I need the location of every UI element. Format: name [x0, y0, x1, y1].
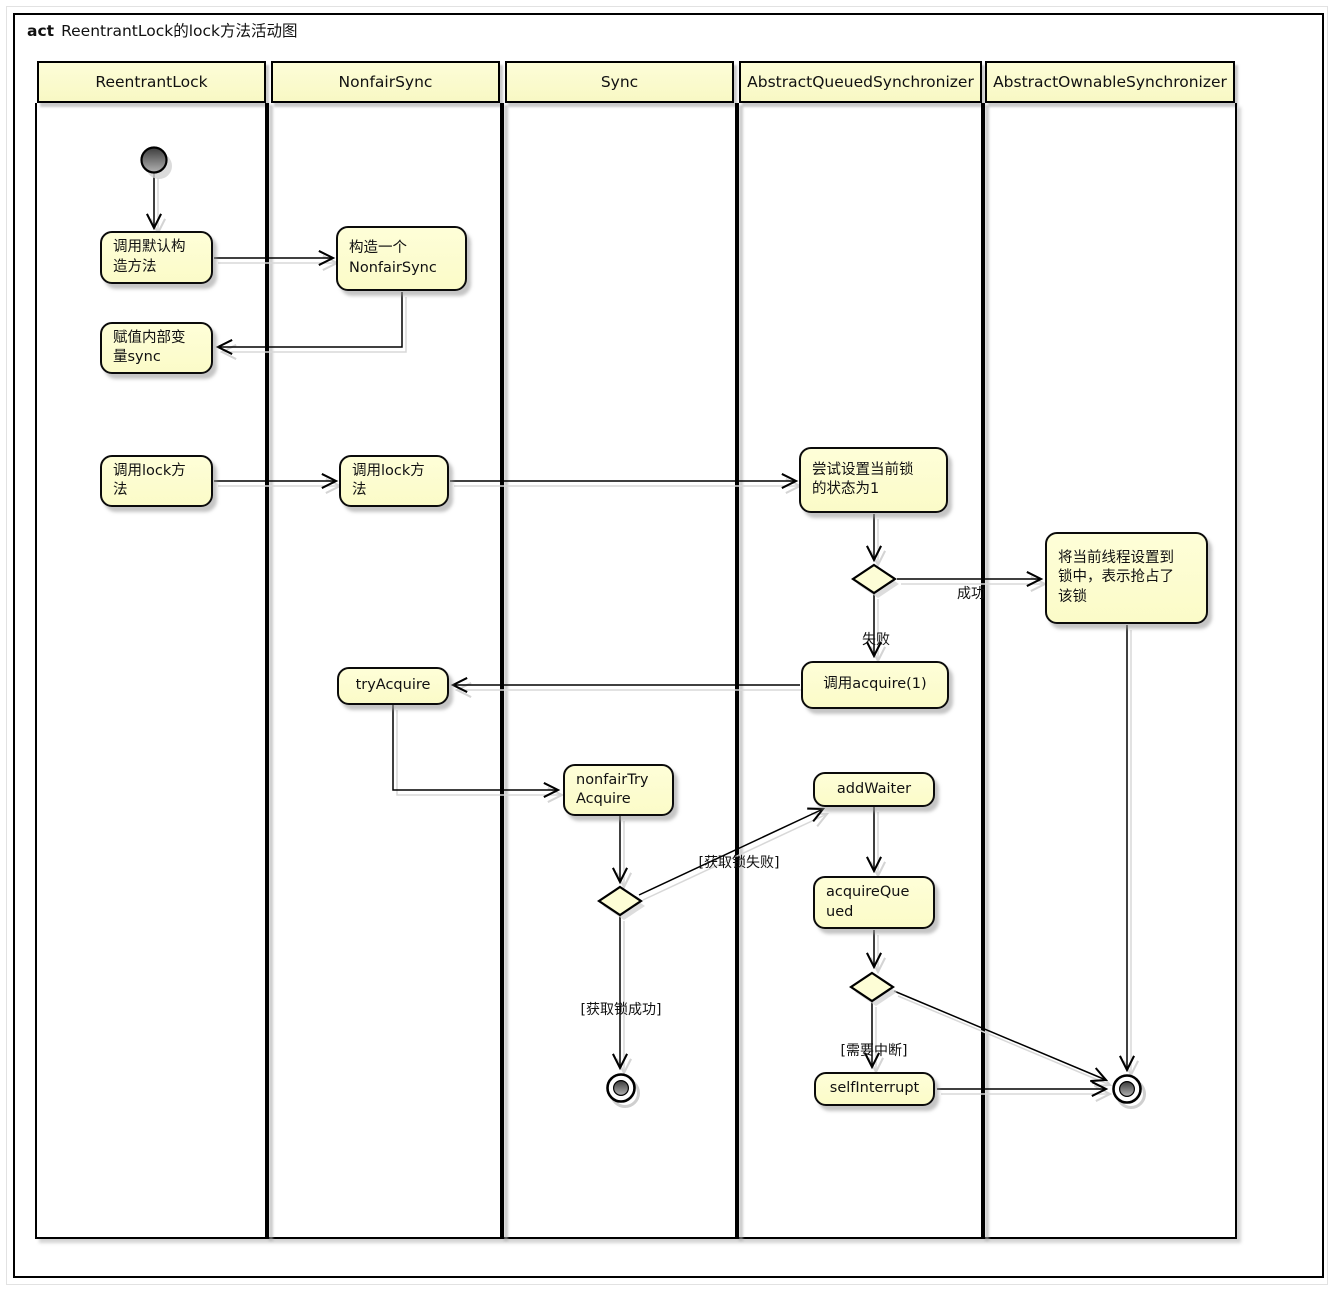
activity-call-acquire: 调用acquire(1)	[801, 661, 949, 709]
edge-label-acquire-lock-succeeded: [获取锁成功]	[580, 1002, 662, 1018]
lane-header-abstractownablesynchronizer: AbstractOwnableSynchronizer	[985, 61, 1235, 103]
lane-header-nonfairsync: NonfairSync	[271, 61, 500, 103]
diagram-frame	[13, 13, 1324, 1278]
frame-title-text: ReentrantLock的lock方法活动图	[61, 22, 298, 40]
edge-label-success: 成功	[957, 586, 985, 602]
lane-divider	[735, 103, 739, 1239]
edge-label-need-interrupt: [需要中断]	[840, 1043, 908, 1059]
activity-try-set-lock-state: 尝试设置当前锁 的状态为1	[799, 447, 948, 513]
frame-keyword: act	[27, 22, 55, 40]
activity-acquirequeued: acquireQue ued	[813, 876, 935, 929]
activity-tryacquire: tryAcquire	[337, 667, 449, 705]
lane-header-abstractqueuedsynchronizer: AbstractQueuedSynchronizer	[739, 61, 982, 103]
lane-header-label: AbstractQueuedSynchronizer	[747, 73, 974, 91]
lane-header-sync: Sync	[505, 61, 734, 103]
activity-set-current-thread-owner: 将当前线程设置到 锁中，表示抢占了 该锁	[1045, 532, 1208, 624]
activity-call-default-constructor: 调用默认构 造方法	[100, 231, 213, 284]
lane-header-reentrantlock: ReentrantLock	[37, 61, 266, 103]
page-border	[6, 6, 1328, 1285]
lane-header-label: NonfairSync	[338, 73, 433, 91]
edge-label-acquire-lock-failed: [获取锁失败]	[698, 855, 780, 871]
swimlane-body	[35, 103, 1237, 1239]
activity-call-lock-reentrantlock: 调用lock方 法	[100, 455, 213, 507]
lane-divider	[265, 103, 269, 1239]
activity-selfinterrupt: selfInterrupt	[814, 1072, 935, 1106]
lane-divider	[981, 103, 985, 1239]
lane-header-label: Sync	[600, 73, 639, 91]
activity-construct-nonfairsync: 构造一个 NonfairSync	[336, 226, 467, 291]
activity-nonfairtryacquire: nonfairTry Acquire	[563, 764, 674, 816]
edge-label-failure: 失败	[862, 632, 890, 648]
activity-assign-sync-field: 赋值内部变 量sync	[100, 322, 213, 374]
activity-addwaiter: addWaiter	[813, 772, 935, 807]
activity-call-lock-nonfairsync: 调用lock方 法	[339, 455, 449, 507]
lane-header-label: ReentrantLock	[95, 73, 208, 91]
lane-header-label: AbstractOwnableSynchronizer	[993, 73, 1227, 91]
lane-divider	[500, 103, 504, 1239]
frame-title: act ReentrantLock的lock方法活动图	[27, 19, 298, 41]
